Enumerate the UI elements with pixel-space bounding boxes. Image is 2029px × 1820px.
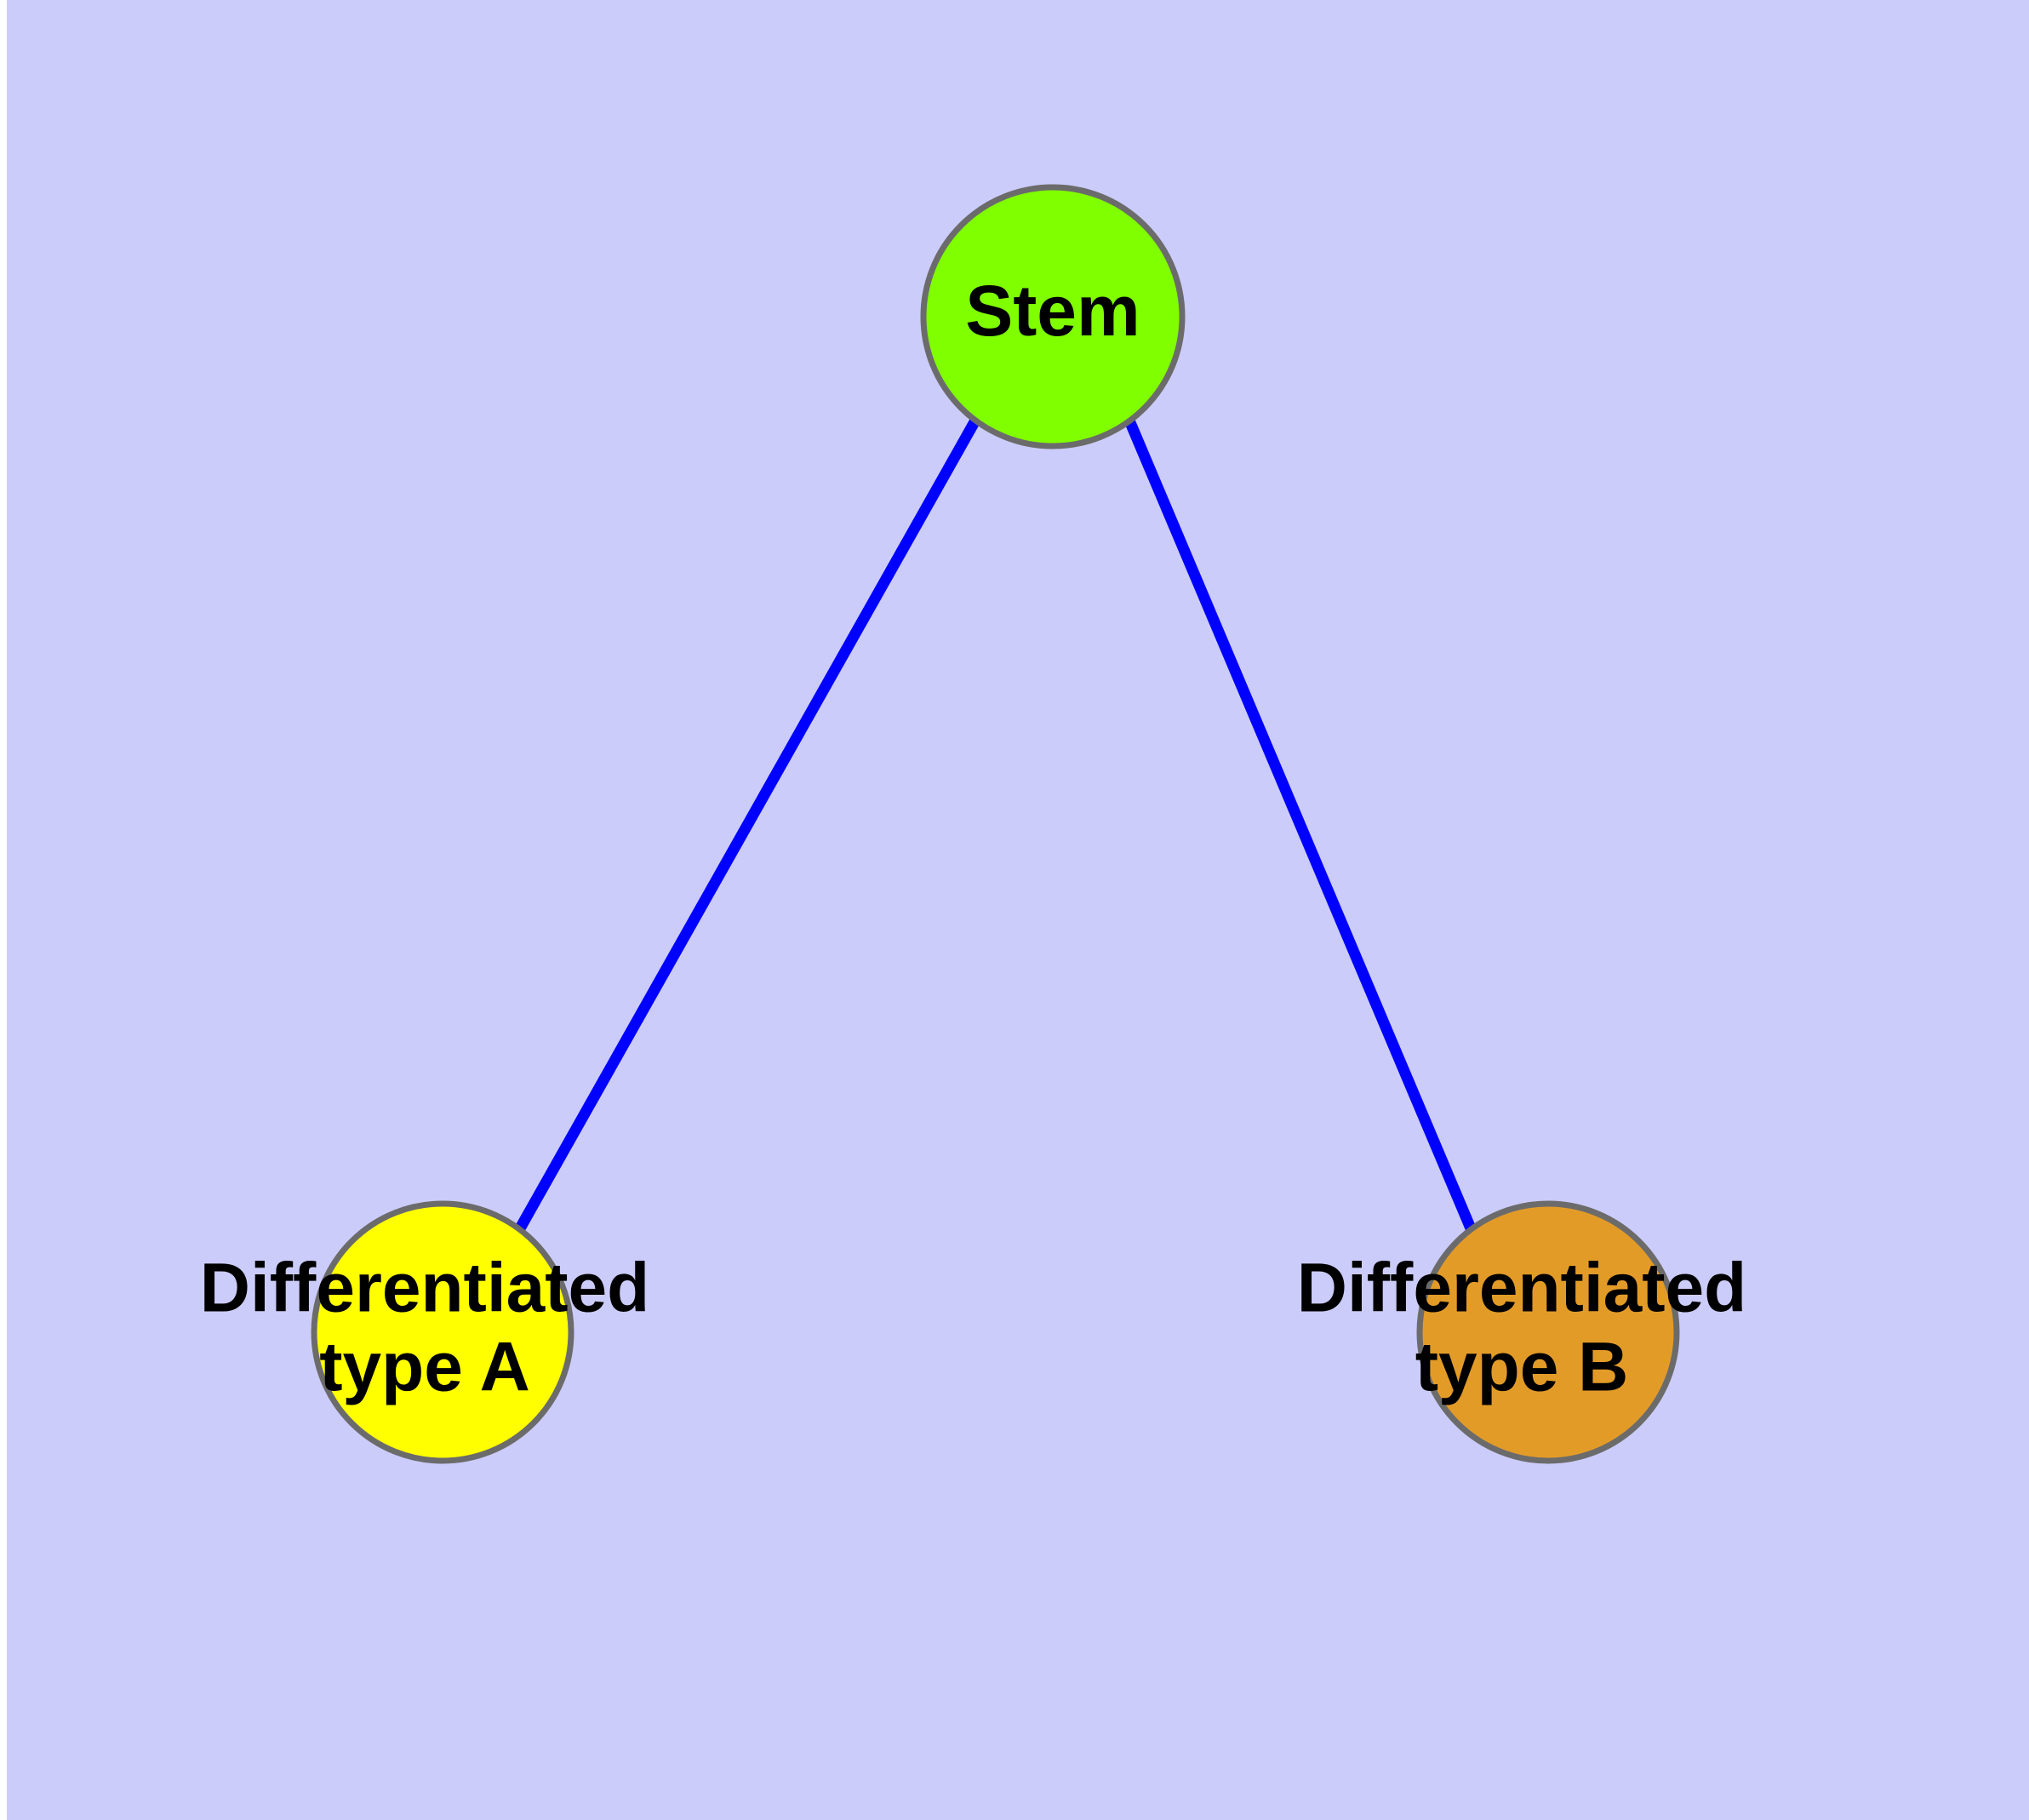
graph-edge[interactable] bbox=[1124, 418, 1476, 1231]
graph-node-label-line: type A bbox=[319, 1328, 530, 1405]
graph-node-diff_a[interactable] bbox=[311, 1200, 574, 1464]
graph-node-label-line: Differentiated bbox=[1297, 1249, 1747, 1326]
graph-node-diff_b[interactable] bbox=[1416, 1200, 1680, 1464]
graph-node-label-line: type B bbox=[1415, 1328, 1629, 1405]
edges-group bbox=[515, 417, 1476, 1232]
graph-node-label-line: Differentiated bbox=[200, 1249, 650, 1326]
graph-node-stem[interactable] bbox=[920, 184, 1186, 449]
graph-edge[interactable] bbox=[515, 417, 980, 1232]
nodes-group bbox=[311, 184, 1680, 1464]
graph-node-label-stem: Stem bbox=[965, 271, 1140, 351]
graph-node-label-line: Stem bbox=[965, 271, 1140, 351]
